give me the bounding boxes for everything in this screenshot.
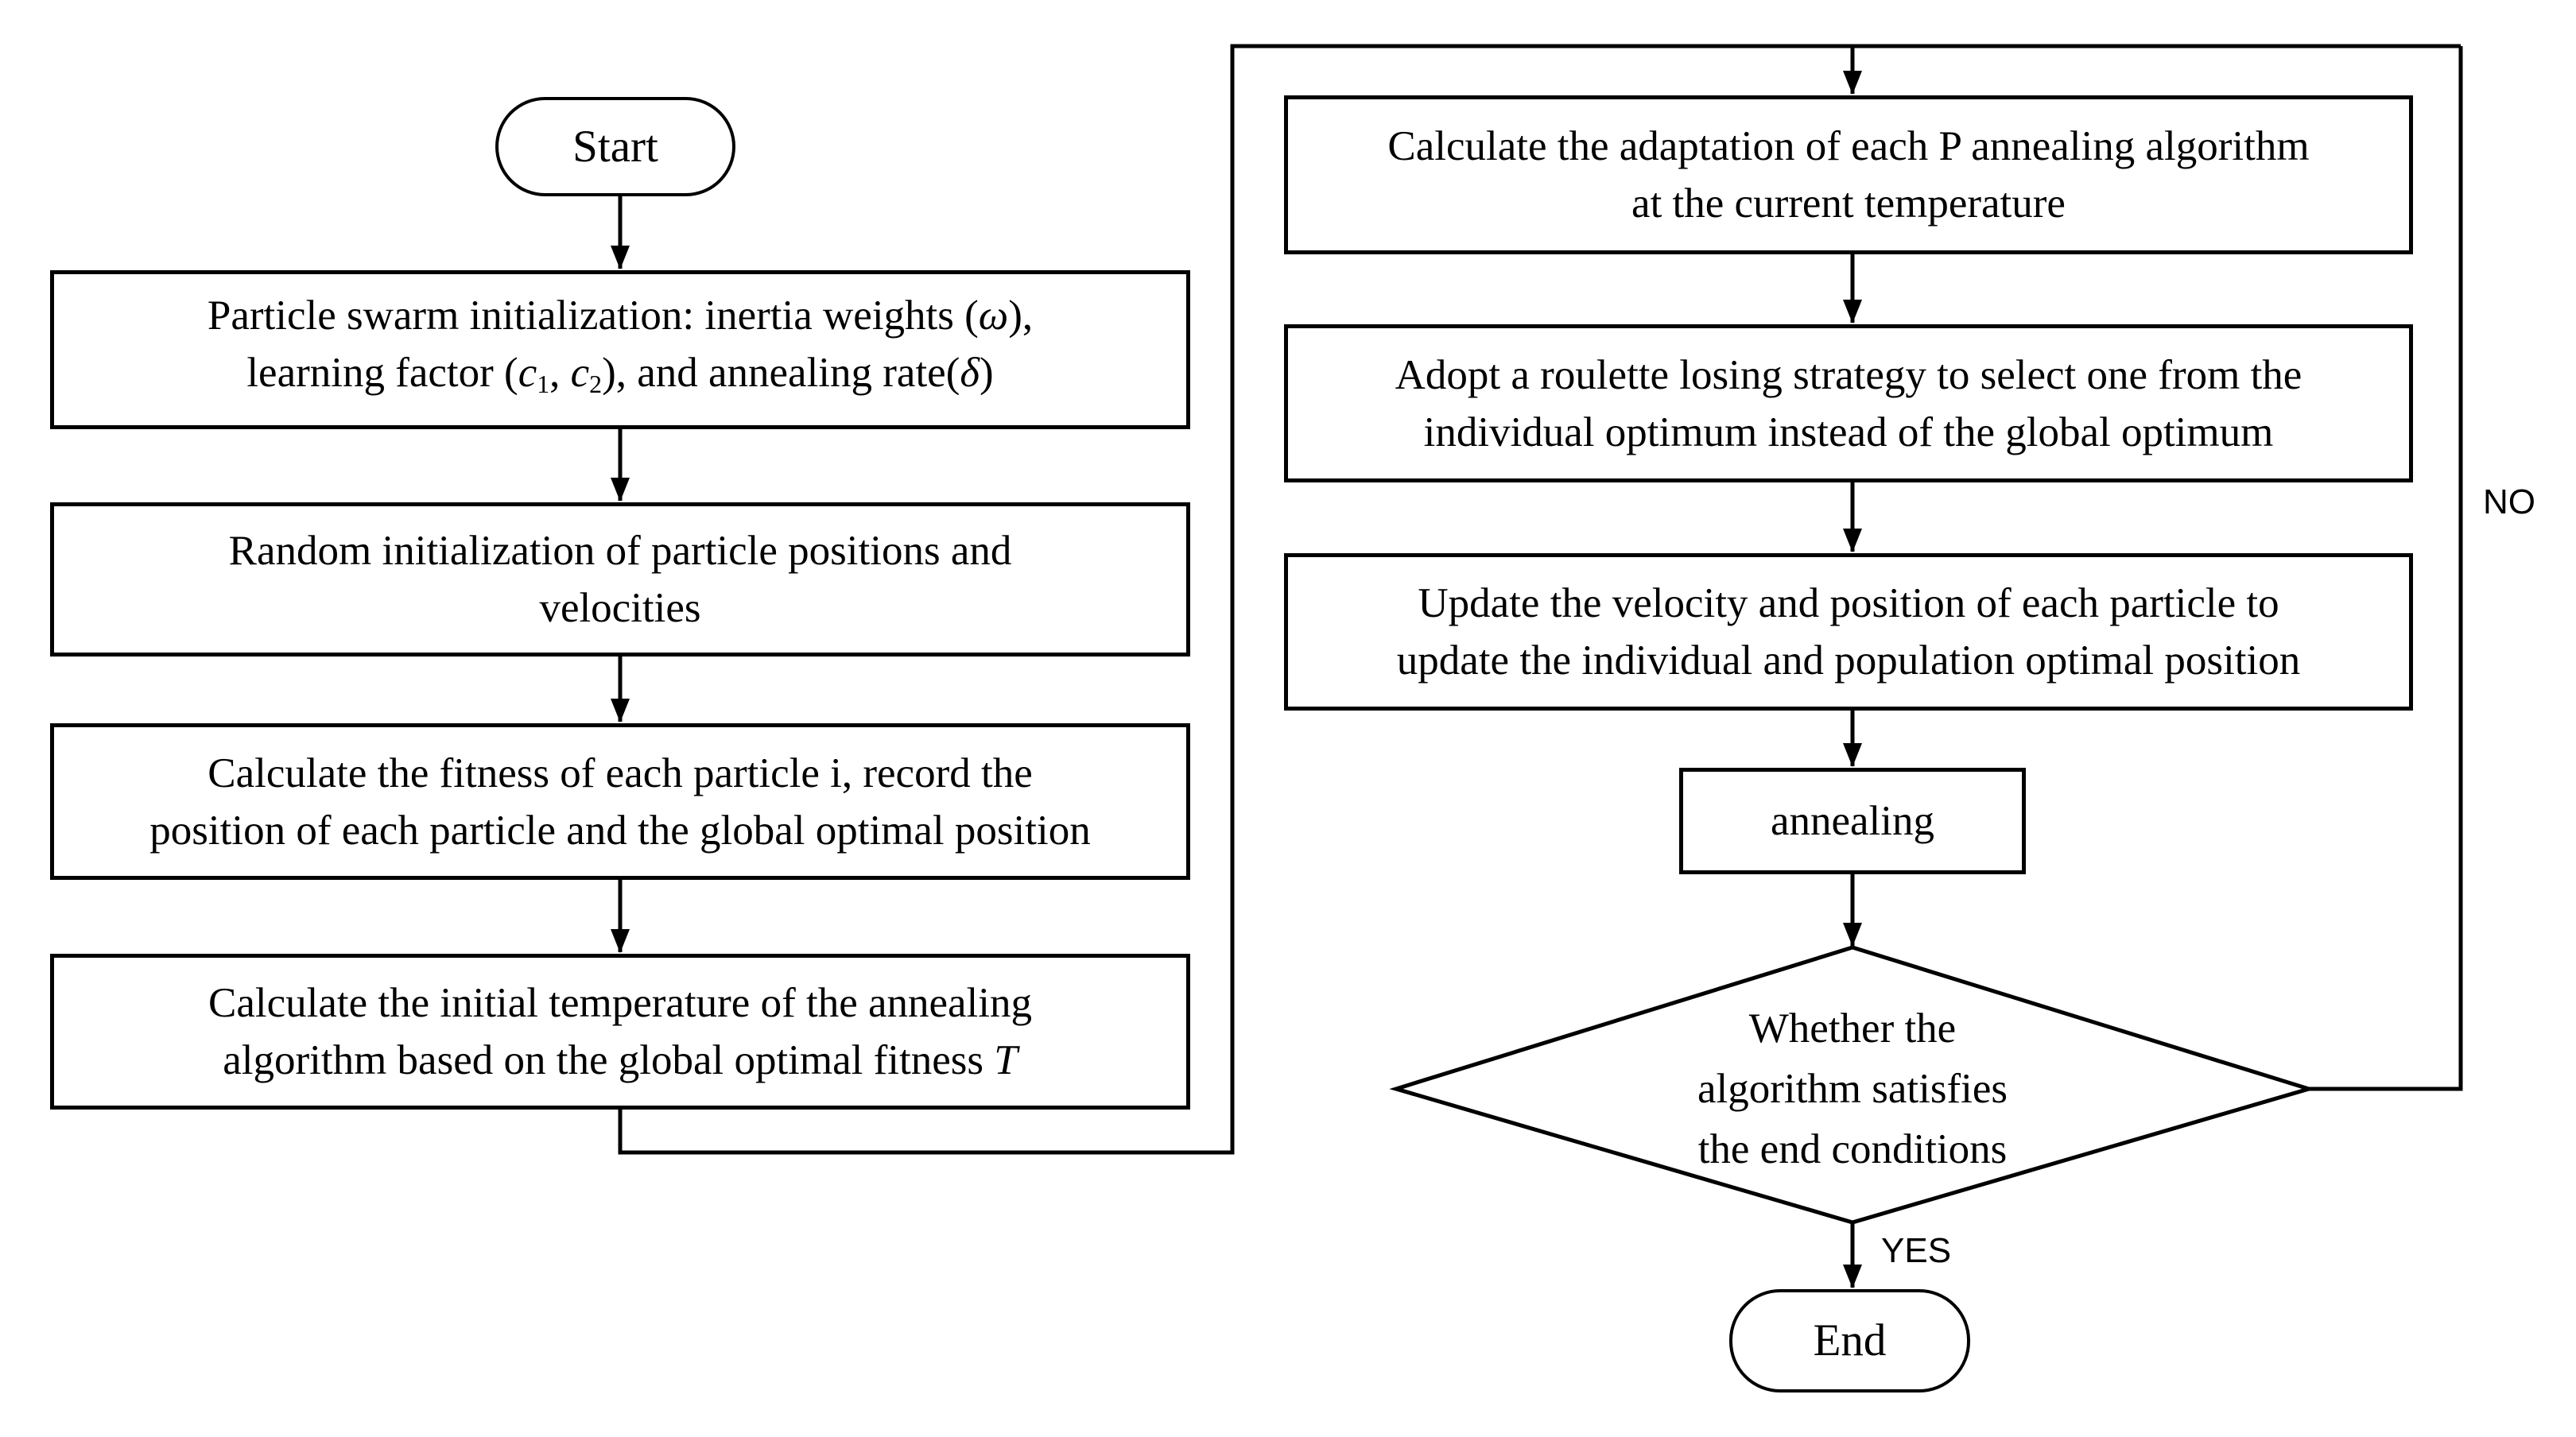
node-text-line: Calculate the fitness of each particle i… — [208, 749, 1033, 796]
node-text-line: Particle swarm initialization: inertia w… — [208, 287, 1033, 344]
edge-temp-to-adaptation — [618, 44, 2461, 1155]
node-text-line: update the individual and population opt… — [1396, 637, 2301, 684]
text-segment: learning factor ( — [246, 349, 518, 396]
node-update-velocity-position: Update the velocity and position of each… — [1284, 553, 2413, 711]
math-delta: δ — [960, 349, 980, 396]
edge-label-no: NO — [2483, 482, 2535, 521]
edge-label-yes: YES — [1881, 1231, 1952, 1270]
text-segment: Particle swarm initialization: inertia w… — [207, 292, 979, 339]
node-text-line: velocities — [539, 585, 701, 631]
node-calculate-initial-temperature: Calculate the initial temperature of the… — [50, 954, 1190, 1110]
node-end-label: End — [1813, 1315, 1887, 1365]
node-text-line: Whether the — [1748, 1005, 1957, 1052]
node-random-initialization: Random initialization of particle positi… — [50, 502, 1190, 657]
node-annealing: annealing — [1679, 768, 2026, 874]
node-calculate-adaptation: Calculate the adaptation of each P annea… — [1284, 95, 2413, 254]
math-c2: c — [570, 349, 590, 396]
edge-no-return — [2309, 46, 2463, 1091]
node-text-line: annealing — [1770, 798, 1935, 844]
math-omega: ω — [978, 292, 1009, 339]
node-text-line: at the current temperature — [1631, 180, 2066, 227]
node-text-line: Update the velocity and position of each… — [1418, 580, 2279, 626]
node-text-line: individual optimum instead of the global… — [1423, 409, 2274, 455]
node-calculate-fitness: Calculate the fitness of each particle i… — [50, 723, 1190, 880]
node-end: End — [1729, 1289, 1970, 1392]
math-c2-subscript: 2 — [589, 370, 603, 398]
node-end-condition-decision: Whether the algorithm satisfies the end … — [1534, 995, 2171, 1183]
node-start: Start — [495, 97, 735, 196]
node-text-line: Calculate the adaptation of each P annea… — [1387, 123, 2310, 169]
node-roulette-strategy: Adopt a roulette losing strategy to sele… — [1284, 324, 2413, 482]
node-text-line: algorithm based on the global optimal fi… — [223, 1032, 1018, 1089]
node-text-line: position of each particle and the global… — [149, 807, 1091, 854]
node-text-line: Adopt a roulette losing strategy to sele… — [1395, 351, 2302, 398]
text-segment: , — [549, 349, 571, 396]
node-text-line: the end conditions — [1697, 1126, 2008, 1172]
node-text-line: algorithm satisfies — [1697, 1066, 2008, 1112]
node-text-line: Random initialization of particle positi… — [228, 528, 1012, 574]
node-text-line: Calculate the initial temperature of the… — [208, 980, 1032, 1026]
math-T: T — [994, 1037, 1018, 1083]
text-segment: ) — [980, 349, 994, 396]
node-particle-swarm-initialization: Particle swarm initialization: inertia w… — [50, 270, 1190, 429]
node-text-line: learning factor (c1, c2), and annealing … — [246, 344, 993, 413]
node-start-label: Start — [572, 121, 658, 172]
math-c1: c — [518, 349, 537, 396]
math-c1-subscript: 1 — [537, 370, 550, 398]
text-segment: ), and annealing rate( — [602, 349, 960, 396]
text-segment: ), — [1008, 292, 1034, 339]
text-segment: algorithm based on the global optimal fi… — [223, 1037, 995, 1083]
